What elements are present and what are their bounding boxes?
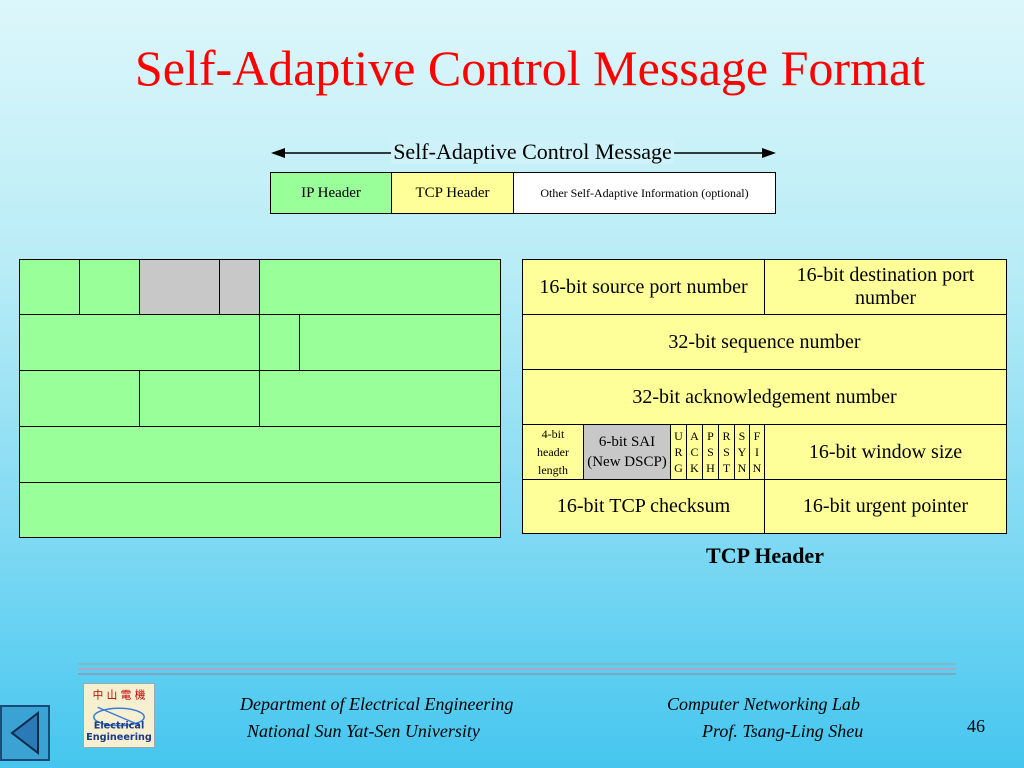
footer-professor: Prof. Tsang-Ling Sheu bbox=[702, 721, 864, 741]
flag-letter: U bbox=[674, 429, 683, 443]
ip-field bbox=[299, 314, 501, 371]
flag-rst: R S T bbox=[718, 424, 735, 480]
ip-field bbox=[259, 314, 300, 371]
flag-letter: A bbox=[690, 429, 699, 443]
message-label-text: Self-Adaptive Control Message bbox=[391, 139, 674, 164]
destination-port-field: 16-bit destination port number bbox=[764, 259, 1007, 315]
page-number: 46 bbox=[967, 716, 985, 736]
footer-department: Department of Electrical Engineering bbox=[240, 694, 514, 714]
flag-letter: C bbox=[690, 445, 699, 459]
sequence-number-field: 32-bit sequence number bbox=[522, 314, 1007, 370]
flag-ack: A C K bbox=[686, 424, 703, 480]
department-logo: 中 山 電 機 Electrical Engineering bbox=[83, 683, 155, 748]
flag-urg: U R G bbox=[670, 424, 687, 480]
footer-lab: Computer Networking Lab bbox=[667, 694, 861, 714]
flag-letter: N bbox=[737, 461, 747, 475]
tcp-header-caption: TCP Header bbox=[706, 543, 824, 568]
ip-header-grid bbox=[19, 259, 501, 538]
flag-syn: S Y N bbox=[734, 424, 750, 480]
logo-text: Engineering bbox=[86, 732, 152, 743]
logo-top-text: 中 山 電 機 bbox=[93, 689, 146, 702]
flag-letter: S bbox=[738, 429, 746, 443]
sai-line: 6-bit SAI bbox=[598, 434, 656, 450]
tcp-header-grid: 16-bit source port number 16-bit destina… bbox=[522, 259, 1007, 534]
ip-field bbox=[259, 370, 501, 427]
header-length-line: 4-bit bbox=[541, 427, 565, 441]
footer-divider bbox=[78, 663, 956, 665]
flag-letter: R bbox=[722, 429, 731, 443]
slide-title: Self-Adaptive Control Message Format bbox=[134, 40, 926, 96]
urgent-pointer-field: 16-bit urgent pointer bbox=[764, 479, 1007, 534]
checksum-field: 16-bit TCP checksum bbox=[522, 479, 765, 534]
ip-field bbox=[19, 482, 501, 538]
ip-field-highlight bbox=[139, 259, 220, 315]
flag-letter: F bbox=[753, 429, 761, 443]
flag-letter: P bbox=[707, 429, 714, 443]
ip-field-highlight bbox=[219, 259, 260, 315]
flag-letter: S bbox=[723, 445, 730, 459]
ip-field bbox=[259, 259, 501, 315]
header-length-line: length bbox=[538, 463, 568, 477]
source-port-field: 16-bit source port number bbox=[522, 259, 765, 315]
footer-divider bbox=[78, 673, 956, 675]
ip-field bbox=[19, 314, 260, 371]
footer-divider bbox=[78, 668, 956, 670]
flag-letter: S bbox=[707, 445, 714, 459]
header-length-line: header bbox=[537, 445, 569, 459]
ip-field bbox=[19, 426, 501, 483]
back-triangle-icon[interactable] bbox=[0, 705, 50, 761]
other-info-segment: Other Self-Adaptive Information (optiona… bbox=[513, 172, 776, 214]
header-length-field: 4-bit header length bbox=[522, 424, 584, 480]
ip-field bbox=[79, 259, 140, 315]
flag-letter: R bbox=[674, 445, 683, 459]
sai-line: (New DSCP) bbox=[587, 454, 667, 470]
tcp-header-segment: TCP Header bbox=[391, 172, 514, 214]
logo-text: Electrical bbox=[94, 721, 145, 732]
flag-fin: F I N bbox=[749, 424, 765, 480]
ip-header-segment: IP Header bbox=[270, 172, 392, 214]
sai-dscp-field: 6-bit SAI (New DSCP) bbox=[583, 424, 671, 480]
flag-letter: H bbox=[706, 461, 715, 475]
flag-letter: I bbox=[755, 445, 759, 459]
flag-letter: G bbox=[674, 461, 683, 475]
flag-letter: T bbox=[722, 461, 731, 475]
ip-field bbox=[19, 370, 140, 427]
flag-letter: Y bbox=[737, 445, 747, 459]
flag-letter: K bbox=[690, 461, 699, 475]
ack-number-field: 32-bit acknowledgement number bbox=[522, 369, 1007, 425]
ip-field bbox=[139, 370, 260, 427]
message-label: Self-Adaptive Control Message bbox=[360, 139, 705, 164]
ip-field bbox=[19, 259, 80, 315]
flag-psh: P S H bbox=[702, 424, 719, 480]
footer-university: National Sun Yat-Sen University bbox=[247, 721, 480, 741]
flag-letter: N bbox=[752, 461, 762, 475]
window-size-field: 16-bit window size bbox=[764, 424, 1007, 480]
